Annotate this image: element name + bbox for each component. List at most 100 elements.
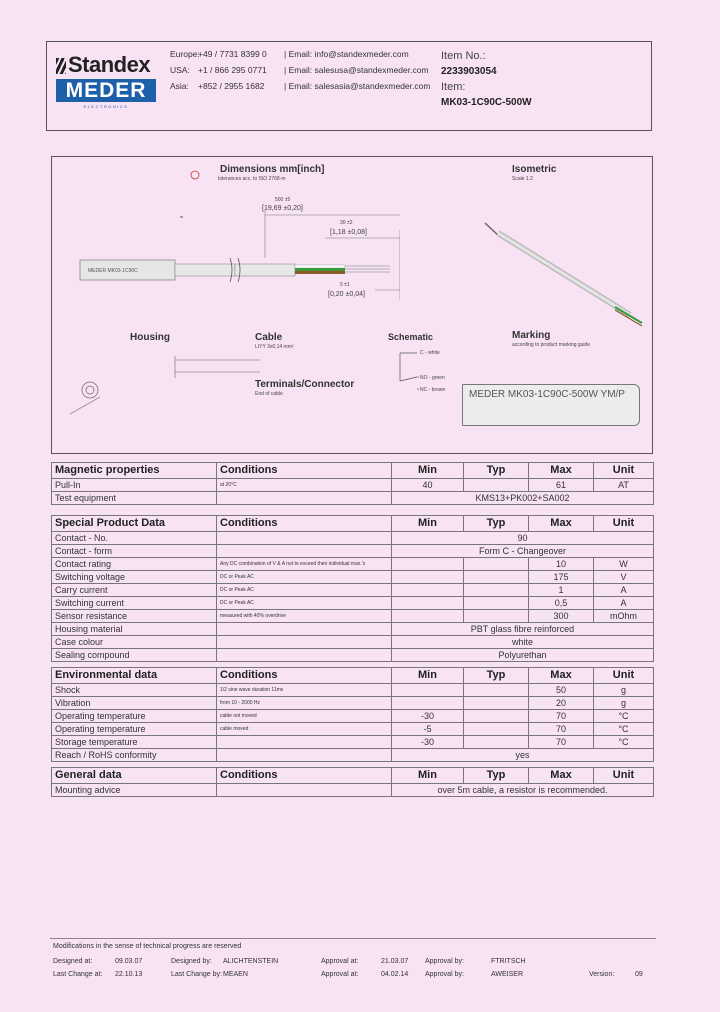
cell-name: Contact rating [51, 557, 217, 571]
standex-mark-icon [56, 58, 66, 74]
item-label: Item: [441, 81, 466, 93]
cell-cond: DC or Peak AC [216, 596, 392, 610]
column-header: Max [528, 462, 594, 479]
cell-name: Carry current [51, 583, 217, 597]
column-header: Min [391, 767, 464, 784]
contact-asia: Asia:+852 / 2955 1682| Email: salesasia@… [170, 81, 431, 91]
column-header: Typ [463, 515, 529, 532]
cell-name: Contact - No. [51, 531, 217, 545]
marking-text: MEDER MK03-1C90C-500W YM/P [469, 389, 625, 400]
cell-max: 300 [528, 609, 594, 623]
cell-name: Case colour [51, 635, 217, 649]
cell-merge: Form C - Changeover [391, 544, 654, 558]
table-row: Case colour white [51, 635, 654, 649]
marking-title: Marking [512, 330, 551, 341]
cell-cond: DC or Peak AC [216, 570, 392, 584]
cell-unit: °C [593, 709, 654, 723]
cell-max: 70 [528, 735, 594, 749]
cell-unit: g [593, 683, 654, 697]
cell-min [391, 570, 464, 584]
isometric-notes: Scale 1:2 [512, 176, 533, 182]
cell-min: -5 [391, 722, 464, 736]
cell-name: Sealing compound [51, 648, 217, 662]
cell-merge: PBT glass fibre reinforced [391, 622, 654, 636]
column-header: Max [528, 767, 594, 784]
cell-typ [463, 683, 529, 697]
cell-name: Operating temperature [51, 709, 217, 723]
cell-merge: 90 [391, 531, 654, 545]
cell-cond: measured with 40% overdrive [216, 609, 392, 623]
item-no-value: 2233903054 [441, 66, 497, 77]
table-row: Contact - No. 90 [51, 531, 654, 545]
dimension-30-inch: [1,18 ±0,08] [330, 229, 367, 236]
cell-min [391, 609, 464, 623]
column-header: Min [391, 462, 464, 479]
column-header: Unit [593, 515, 654, 532]
dimension-5: 5 ±1 [340, 282, 350, 288]
cell-typ [463, 722, 529, 736]
cell-unit: A [593, 596, 654, 610]
marking-notes: according to product marking guide [512, 342, 591, 348]
terminals-notes: End of cable [255, 391, 283, 397]
dimension-500: 500 ±5 [275, 197, 291, 203]
dimension-5-inch: [0,20 ±0,04] [328, 291, 365, 298]
cell-merge: KMS13+PK002+SA002 [391, 491, 654, 505]
cell-merge: Polyurethan [391, 648, 654, 662]
cell-merge: white [391, 635, 654, 649]
column-header: Unit [593, 462, 654, 479]
column-header: Unit [593, 767, 654, 784]
cell-max: 50 [528, 683, 594, 697]
column-header: Unit [593, 667, 654, 684]
standex-logo: Standex [56, 52, 161, 78]
item-value: MK03-1C90C-500W [441, 97, 532, 108]
column-header: Conditions [216, 667, 392, 684]
cell-max: 70 [528, 709, 594, 723]
housing-title: Housing [130, 332, 170, 343]
footer-divider [50, 938, 656, 939]
table-title: Special Product Data [51, 515, 217, 532]
column-header: Conditions [216, 515, 392, 532]
cell-unit: mOhm [593, 609, 654, 623]
cell-min [391, 683, 464, 697]
cell-name: Mounting advice [51, 783, 217, 797]
cell-name: Storage temperature [51, 735, 217, 749]
marking-label: MEDER MK03-1C90C-500W YM/P [462, 384, 640, 426]
schematic-no: NO - green [420, 375, 445, 381]
cell-unit: AT [593, 478, 654, 492]
cell-unit: A [593, 583, 654, 597]
svg-text:MEDER MK03-1C90C: MEDER MK03-1C90C [88, 268, 138, 274]
cell-cond: 1/2 sine wave duration 11ms [216, 683, 392, 697]
cell-min: 40 [391, 478, 464, 492]
isometric-title: Isometric [512, 164, 557, 175]
schematic-c: C - white [420, 350, 440, 356]
meder-logo: MEDER [56, 79, 156, 102]
cell-cond [216, 783, 392, 797]
cell-merge: yes [391, 748, 654, 762]
dimension-500-inch: [19,69 ±0,20] [262, 205, 303, 212]
dimension-30: 30 ±2 [340, 220, 353, 226]
cell-cond [216, 635, 392, 649]
cable-title: Cable [255, 332, 283, 343]
cell-cond [216, 622, 392, 636]
column-header: Conditions [216, 462, 392, 479]
cell-cond [216, 531, 392, 545]
cell-name: Pull-In [51, 478, 217, 492]
cell-max: 20 [528, 696, 594, 710]
housing-drawing [69, 356, 260, 415]
header-box [46, 41, 652, 131]
column-header: Conditions [216, 767, 392, 784]
cell-name: Switching voltage [51, 570, 217, 584]
cell-typ [463, 583, 529, 597]
